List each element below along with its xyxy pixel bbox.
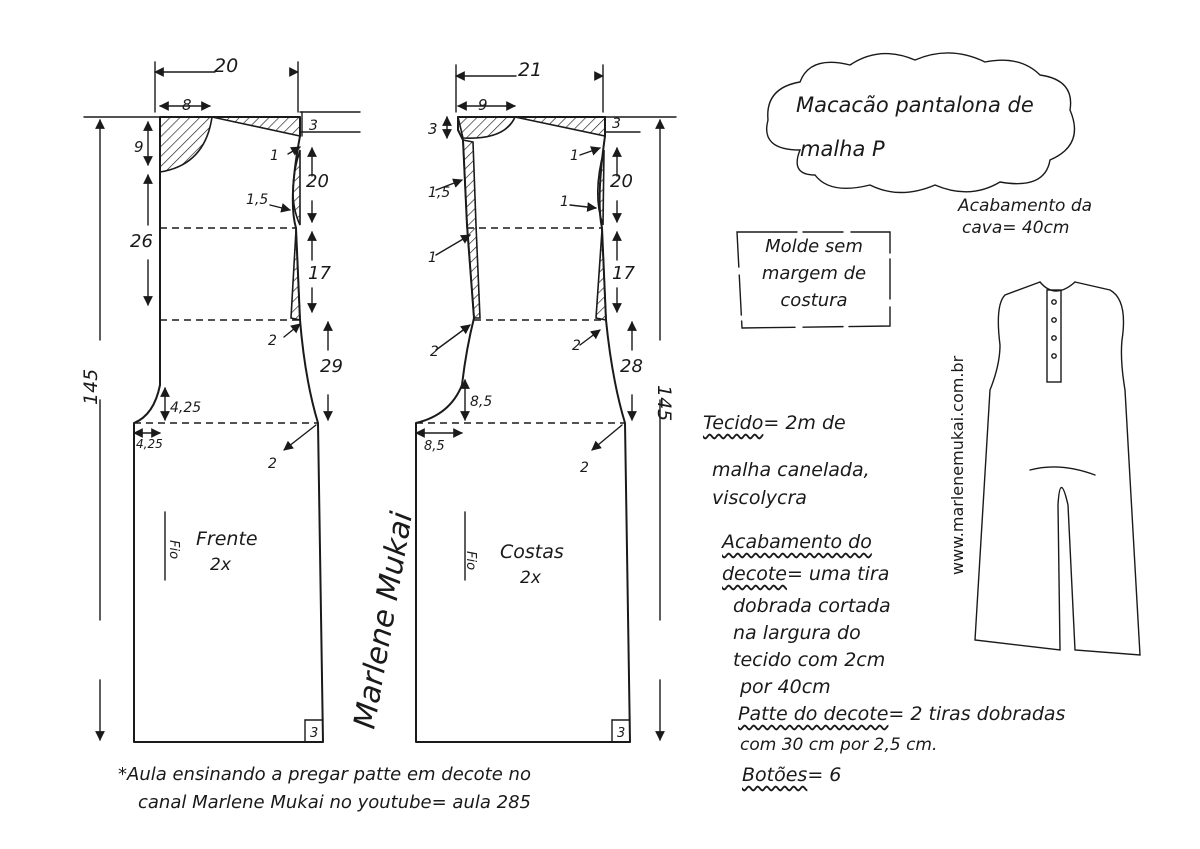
website-url: www.marlenemukai.com.br [948, 355, 967, 575]
front-armhole-hatch [292, 149, 301, 226]
back-piece-name: Costas [500, 541, 564, 563]
back-shoulder-drop-label: 3 [612, 116, 621, 132]
patte-placket [1046, 289, 1062, 383]
patte-label: Patte do decote [738, 703, 889, 725]
decote-label-1: Acabamento do [722, 531, 872, 553]
front-crotch-depth-label: 4,25 [170, 400, 201, 416]
front-shoulder-in-label: 1 [270, 148, 279, 164]
back-armhole-hatch [596, 149, 605, 226]
title-cloud [766, 52, 1076, 194]
back-side-in-label: 2 [572, 338, 581, 354]
tecido-label: Tecido [703, 412, 764, 434]
front-leg-out-label: 2 [268, 456, 277, 472]
back-side-hatch [595, 229, 607, 321]
front-piece-count: 2x [210, 555, 232, 575]
patte-line-1: Patte do decote= 2 tiras dobradas [738, 703, 1066, 725]
molde-line-3: costura [780, 290, 848, 311]
title-line-2: malha P [800, 137, 885, 161]
back-leg-out-label: 2 [580, 460, 589, 476]
back-side-label: 17 [612, 263, 635, 284]
botoes-label: Botões [742, 764, 808, 786]
button-icon [1051, 299, 1057, 305]
molde-note: Molde sem margem de costura [746, 233, 882, 314]
front-grain-label: Fio [166, 540, 181, 559]
back-grain-label: Fio [463, 551, 478, 570]
footer-line-1: *Aula ensinando a pregar patte em decote… [118, 764, 531, 785]
button-icon [1051, 317, 1057, 323]
back-neck-hatch [456, 116, 517, 139]
front-shoulder-drop-label: 3 [309, 118, 318, 134]
front-hem-label: 3 [310, 726, 318, 741]
decote-line-2: dobrada cortada [733, 595, 891, 617]
back-crotch-length-label: 28 [620, 356, 643, 377]
button-icon [1051, 335, 1057, 341]
decote-line-1: decote= uma tira [722, 563, 890, 585]
back-neck-width-label: 9 [478, 96, 488, 114]
button-icon [1051, 353, 1057, 359]
front-neck-depth-label: 9 [134, 138, 144, 156]
back-center-in2-label: 1 [428, 250, 437, 266]
back-hem-label: 3 [617, 726, 625, 741]
back-total-length-label: 145 [653, 385, 675, 421]
back-outline [415, 116, 631, 743]
tecido-line-2: malha canelada, [712, 459, 870, 481]
footer-line-2: canal Marlene Mukai no youtube= aula 285 [138, 792, 531, 813]
molde-line-1: Molde sem [765, 236, 863, 257]
back-width-label: 21 [518, 59, 542, 81]
patte-line-2: com 30 cm por 2,5 cm. [740, 735, 938, 755]
front-pattern-piece: 20 8 9 26 145 3 1 20 1,5 17 2 29 4,25 4,… [80, 55, 361, 743]
back-armhole-label: 20 [610, 171, 633, 192]
jumpsuit-sketch [974, 281, 1141, 656]
botoes-note: Botões= 6 [742, 763, 841, 788]
back-center-in1-label: 1,5 [428, 185, 450, 201]
front-neck-width-label: 8 [182, 96, 192, 114]
front-crotch-ext-label: 4,25 [136, 437, 163, 451]
title-line-1: Macacão pantalona de [796, 93, 1034, 117]
tecido-note: Tecido= 2m de [703, 411, 846, 436]
back-center-in3-label: 2 [430, 344, 439, 360]
molde-box [736, 231, 891, 329]
back-armhole-in-label: 1 [560, 194, 569, 210]
front-neck-hatch [159, 116, 213, 173]
cava-line-2: cava= 40cm [962, 218, 1070, 238]
molde-line-2: margem de [761, 263, 867, 284]
back-shoulder-hatch [514, 116, 606, 137]
front-shoulder-hatch [211, 116, 301, 137]
front-body-label: 26 [130, 231, 153, 252]
front-armhole-in-label: 1,5 [246, 192, 268, 208]
decote-line-4: tecido com 2cm [733, 649, 886, 671]
cava-line-1: Acabamento da [958, 196, 1093, 216]
botoes-value: = 6 [807, 764, 842, 786]
front-side-in-label: 2 [268, 333, 277, 349]
tecido-line-3: viscolycra [712, 487, 807, 509]
front-armhole-label: 20 [306, 171, 329, 192]
cava-note: Acabamento da cava= 40cm [958, 195, 1092, 239]
decote-line-5: por 40cm [740, 676, 831, 698]
back-pattern-piece: 21 9 3 3 1 1,5 20 1 1 17 145 2 2 28 8,5 … [415, 59, 677, 743]
back-center-hatch [462, 139, 481, 319]
back-neck-depth-label: 3 [428, 120, 438, 138]
front-piece-name: Frente [196, 528, 258, 550]
front-total-length-label: 145 [80, 369, 102, 405]
front-side-hatch [290, 229, 301, 322]
back-crotch-depth-label: 8,5 [470, 394, 492, 410]
decote-label-2: decote [722, 563, 787, 585]
front-crotch-length-label: 29 [320, 356, 343, 377]
tecido-line-1: = 2m de [763, 412, 846, 434]
front-side-label: 17 [308, 263, 331, 284]
decote-line-3: na largura do [733, 622, 861, 644]
back-crotch-ext-label: 8,5 [424, 439, 445, 454]
back-shoulder-in-label: 1 [570, 148, 579, 164]
signature: Marlene Mukai [347, 509, 420, 732]
back-piece-count: 2x [520, 568, 542, 588]
front-width-label: 20 [214, 55, 238, 77]
